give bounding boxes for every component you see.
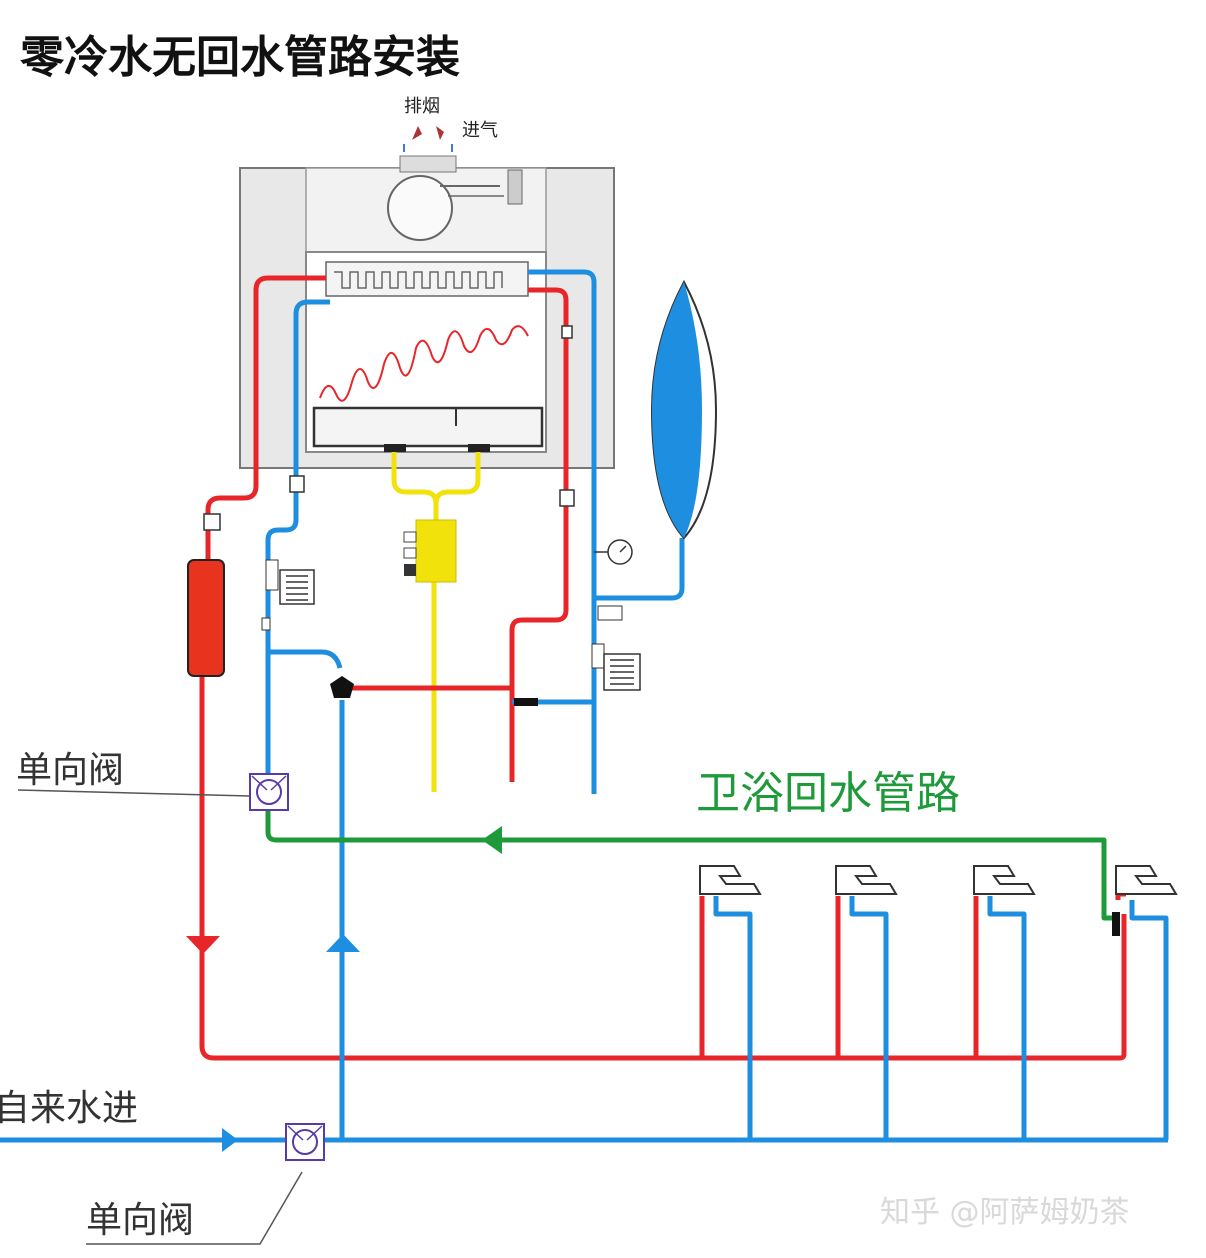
cold-flow-arrow-icon xyxy=(326,934,360,952)
diagram-title: 零冷水无回水管路安装 xyxy=(20,32,460,83)
expansion-tank-icon xyxy=(650,279,718,540)
pump-icon xyxy=(261,559,315,631)
leader-line xyxy=(17,789,251,797)
faucet-icon xyxy=(699,865,1178,895)
cold-water-pipe xyxy=(0,269,1169,1143)
tap-water-in-label: 自来水进 xyxy=(0,1088,138,1129)
gas-valve-icon xyxy=(403,519,457,583)
check-valve-icon[interactable] xyxy=(285,1123,325,1161)
exhaust-label: 排烟 xyxy=(404,96,440,117)
pressure-gauge-icon xyxy=(594,539,633,565)
fitting-icon xyxy=(559,489,575,507)
watermark: 知乎 @阿萨姆奶茶 xyxy=(880,1195,1130,1230)
leader-line xyxy=(86,1171,303,1245)
tee-fitting-icon xyxy=(1112,912,1120,936)
inlet-arrow-icon xyxy=(222,1128,238,1152)
heat-exchanger xyxy=(325,261,529,297)
fan-icon xyxy=(387,169,523,241)
check-valve-icon[interactable] xyxy=(249,773,289,811)
return-pipe xyxy=(265,808,1116,921)
burner-icon xyxy=(312,406,544,452)
hot-water-pipe xyxy=(199,275,1127,1061)
bypass-valve-icon xyxy=(330,676,354,698)
fitting-icon xyxy=(561,325,573,339)
check-valve-bottom-label: 单向阀 xyxy=(86,1200,194,1241)
pump-icon xyxy=(591,605,641,691)
fitting-icon xyxy=(203,513,221,531)
hot-flow-arrow-icon xyxy=(186,936,220,954)
bathroom-return-label: 卫浴回水管路 xyxy=(696,768,960,819)
hot-water-filter xyxy=(187,559,225,677)
return-flow-arrow-icon xyxy=(482,826,502,854)
intake-label: 进气 xyxy=(462,120,498,141)
flame-icon xyxy=(319,325,529,402)
gas-pipe xyxy=(391,452,481,792)
fitting-icon xyxy=(289,475,305,493)
check-valve-top-label: 单向阀 xyxy=(16,750,124,791)
flue-arrows-icon xyxy=(403,126,453,152)
tee-fitting-icon xyxy=(514,698,538,706)
